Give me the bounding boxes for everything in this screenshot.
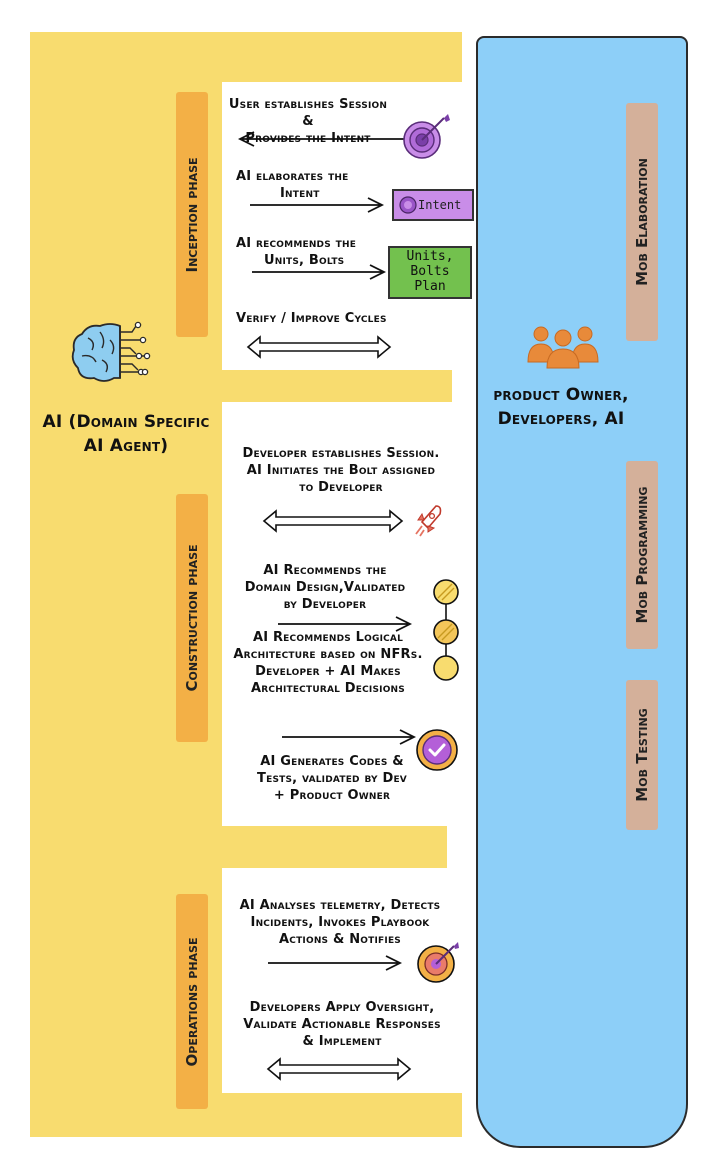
arrow-right-8 — [282, 729, 417, 745]
operations-phase-bar: Operations phase — [176, 894, 208, 1109]
step-domain-design: AI Recommends the Domain Design,Validate… — [244, 563, 406, 612]
check-badge-icon — [416, 729, 458, 771]
step-logical-architecture: AI Recommends Logical Architecture based… — [233, 630, 423, 696]
step-developer-session: Developer establishes Session. AI Initia… — [242, 446, 440, 495]
step-verify-improve: Verify / Improve Cycles — [236, 311, 387, 326]
rocket-icon — [415, 505, 442, 537]
target-badge-icon — [417, 942, 459, 983]
double-arrow-4 — [246, 335, 392, 359]
step-apply-oversight: Developers Apply Oversight, Validate Act… — [243, 1000, 441, 1049]
top-yellow-bar — [30, 32, 462, 82]
lower-yellow-bar — [222, 826, 447, 868]
units-bolts-plan-artifact: Units, Bolts Plan — [388, 246, 472, 299]
bottom-yellow-bar — [30, 1093, 462, 1137]
operations-phase-label: Operations phase — [183, 937, 201, 1066]
construction-phase-label: Construction phase — [183, 544, 201, 692]
arrow-left-1 — [237, 131, 404, 147]
step-recommend-units: AI recommends the Units, Bolts — [236, 235, 386, 269]
milestone-circles-icon — [433, 579, 459, 681]
mob-programming-bar: Mob Programming — [626, 461, 658, 649]
arrow-right-6 — [278, 616, 413, 632]
intent-target-icon — [399, 196, 417, 214]
people-group-icon — [527, 326, 599, 369]
mob-elaboration-bar: Mob Elaboration — [626, 103, 658, 341]
construction-phase-bar: Construction phase — [176, 494, 208, 742]
double-arrow-10 — [266, 1057, 412, 1081]
step-recommend-units-l2: Units, Bolts — [264, 253, 345, 268]
intent-artifact: Intent — [392, 189, 474, 221]
step-elaborate-intent: AI elaborates the Intent — [236, 168, 366, 202]
step-analyse-telemetry: AI Analyses telemetry, Detects Incidents… — [239, 898, 441, 947]
ai-agent-label: AI (Domain Specific AI Agent) — [42, 412, 210, 456]
step-elaborate-intent-l2: Intent — [280, 186, 320, 201]
target-icon — [403, 114, 450, 159]
arrow-right-3 — [252, 264, 387, 280]
arrow-right-9 — [268, 955, 403, 971]
mob-elaboration-label: Mob Elaboration — [633, 158, 651, 286]
inception-phase-bar: Inception phase — [176, 92, 208, 337]
brain-circuit-icon — [71, 321, 151, 382]
middle-yellow-bar — [222, 370, 452, 402]
mob-programming-label: Mob Programming — [633, 486, 651, 624]
arrow-right-2 — [250, 197, 385, 213]
mob-testing-label: Mob Testing — [633, 708, 651, 802]
step-generate-codes: AI Generates Codes & Tests, validated by… — [257, 754, 407, 803]
inception-phase-label: Inception phase — [183, 156, 201, 273]
intent-artifact-label: Intent — [418, 198, 462, 212]
double-arrow-5 — [262, 509, 404, 533]
team-label: product Owner, Developers, AI — [493, 385, 629, 429]
mob-testing-bar: Mob Testing — [626, 680, 658, 830]
